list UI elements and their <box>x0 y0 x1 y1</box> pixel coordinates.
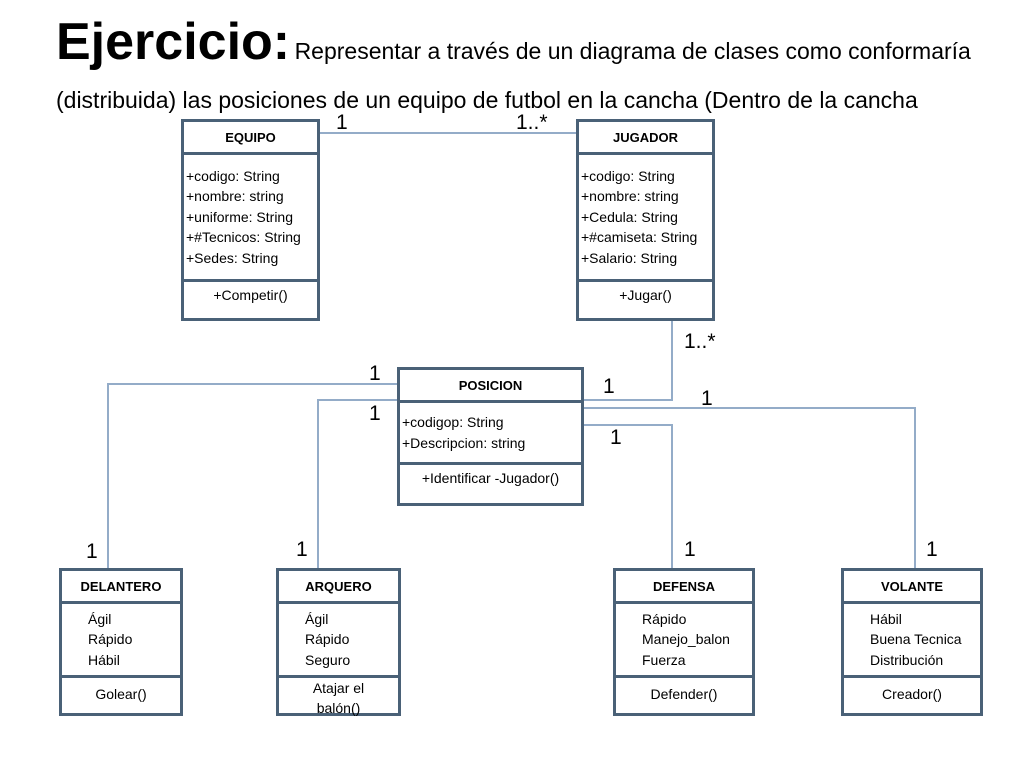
multiplicity-equipo-side: 1 <box>336 111 348 134</box>
method: Defender() <box>650 686 718 702</box>
class-arquero: ARQUERO Ágil Rápido Seguro Atajar el bal… <box>276 568 401 716</box>
class-volante-name: VOLANTE <box>844 571 980 604</box>
assoc-jugador-posicion <box>583 320 673 401</box>
attribute: +Sedes: String <box>186 249 279 266</box>
attribute: +nombre: string <box>581 188 679 205</box>
attribute: +uniforme: String <box>186 208 293 225</box>
attribute: Fuerza <box>642 651 686 668</box>
class-arquero-name: ARQUERO <box>279 571 398 604</box>
slide-title: Ejercicio: Representar a través de un di… <box>56 6 1016 115</box>
assoc-posicion-volante <box>568 407 916 568</box>
class-jugador-name: JUGADOR <box>579 122 712 155</box>
class-equipo-name: EQUIPO <box>184 122 317 155</box>
class-delantero-attributes: Ágil Rápido Hábil <box>62 604 180 678</box>
attribute: Seguro <box>305 651 351 668</box>
attribute: Rápido <box>88 631 133 648</box>
multiplicity-defensa: 1 <box>684 538 696 561</box>
assoc-posicion-defensa <box>583 424 673 568</box>
attribute: Manejo_balon <box>642 631 730 648</box>
multiplicity-arquero: 1 <box>296 538 308 561</box>
class-jugador: JUGADOR +codigo: String +nombre: string … <box>576 119 715 321</box>
class-arquero-methods: Atajar el balón() <box>279 678 398 718</box>
attribute: +codigo: String <box>581 167 675 184</box>
attribute: Rápido <box>642 610 687 627</box>
title-text-1: Representar a través de un diagrama de c… <box>294 38 971 64</box>
class-defensa-methods: Defender() <box>616 678 752 703</box>
attribute: +nombre: string <box>186 188 284 205</box>
class-equipo-attributes: +codigo: String +nombre: string +uniform… <box>184 155 317 282</box>
class-posicion: POSICION +codigop: String +Descripcion: … <box>397 367 584 506</box>
multiplicity-jugador-posicion: 1..* <box>684 330 716 353</box>
method: +Identificar -Jugador() <box>421 470 560 486</box>
class-posicion-name: POSICION <box>400 370 581 403</box>
attribute: Hábil <box>870 610 902 627</box>
class-equipo-methods: +Competir() <box>184 282 317 304</box>
attribute: Ágil <box>305 610 329 627</box>
attribute: +Cedula: String <box>581 208 678 225</box>
multiplicity-volante: 1 <box>926 538 938 561</box>
attribute: +#camiseta: String <box>581 229 698 246</box>
method: Atajar el <box>312 680 365 696</box>
attribute: Hábil <box>88 651 120 668</box>
class-jugador-methods: +Jugar() <box>579 282 712 304</box>
class-volante-methods: Creador() <box>844 678 980 703</box>
method: Creador() <box>882 686 942 702</box>
class-delantero-methods: Golear() <box>62 678 180 703</box>
method: balón() <box>316 700 361 716</box>
class-defensa-name: DEFENSA <box>616 571 752 604</box>
multiplicity-posicion-arquero: 1 <box>369 402 381 425</box>
title-text-2: (distribuida) las posiciones de un equip… <box>56 87 918 113</box>
attribute: +Descripcion: string <box>402 434 526 451</box>
multiplicity-posicion-defensa: 1 <box>610 426 622 449</box>
class-equipo: EQUIPO +codigo: String +nombre: string +… <box>181 119 320 321</box>
class-delantero: DELANTERO Ágil Rápido Hábil Golear() <box>59 568 183 716</box>
class-volante-attributes: Hábil Buena Tecnica Distribución <box>844 604 980 678</box>
attribute: +#Tecnicos: String <box>186 229 301 246</box>
class-arquero-attributes: Ágil Rápido Seguro <box>279 604 398 678</box>
title-line-1: Ejercicio: Representar a través de un di… <box>56 6 1016 91</box>
method: Golear() <box>95 686 147 702</box>
multiplicity-jugador-side: 1..* <box>516 111 548 134</box>
class-defensa: DEFENSA Rápido Manejo_balon Fuerza Defen… <box>613 568 755 716</box>
attribute: Ágil <box>88 610 112 627</box>
assoc-posicion-delantero <box>107 383 398 568</box>
multiplicity-delantero: 1 <box>86 540 98 563</box>
class-volante: VOLANTE Hábil Buena Tecnica Distribución… <box>841 568 983 716</box>
multiplicity-posicion-delantero: 1 <box>369 362 381 385</box>
method: +Jugar() <box>619 287 672 303</box>
assoc-posicion-arquero <box>317 399 398 568</box>
class-delantero-name: DELANTERO <box>62 571 180 604</box>
class-posicion-methods: +Identificar -Jugador() <box>400 465 581 487</box>
attribute: Rápido <box>305 631 350 648</box>
attribute: +Salario: String <box>581 249 678 266</box>
multiplicity-posicion-jugador: 1 <box>603 375 615 398</box>
title-heading: Ejercicio: <box>56 13 291 71</box>
method: +Competir() <box>213 287 288 303</box>
attribute: Buena Tecnica <box>870 631 962 648</box>
attribute: Distribución <box>870 651 944 668</box>
multiplicity-posicion-volante: 1 <box>701 387 713 410</box>
class-defensa-attributes: Rápido Manejo_balon Fuerza <box>616 604 752 678</box>
class-jugador-attributes: +codigo: String +nombre: string +Cedula:… <box>579 155 712 282</box>
attribute: +codigop: String <box>402 414 504 430</box>
attribute: +codigo: String <box>186 167 280 184</box>
class-posicion-attributes: +codigop: String +Descripcion: string <box>400 403 581 465</box>
